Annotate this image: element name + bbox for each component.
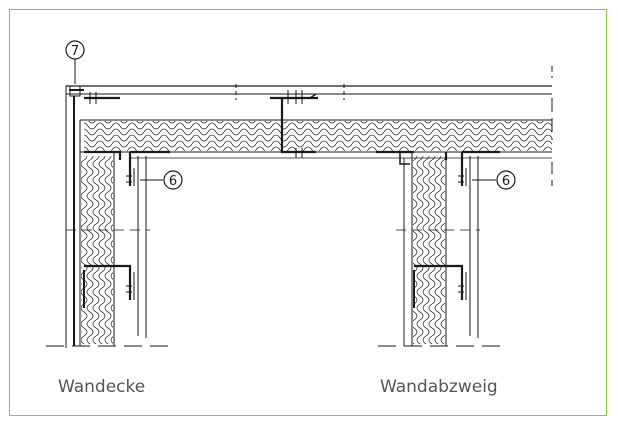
right-wall	[376, 150, 500, 347]
caption-wall-corner: Wandecke	[58, 377, 146, 397]
callout-6-left: 6	[140, 170, 183, 190]
ceiling-connectors	[84, 90, 318, 158]
caption-wall-branch: Wandabzweig	[380, 377, 498, 397]
callout-6-right: 6	[472, 170, 516, 190]
callout-6-right-label: 6	[502, 174, 510, 189]
edge-cap-detail	[65, 85, 84, 348]
callout-7-label: 7	[71, 44, 79, 59]
left-wall	[46, 120, 170, 347]
callout-6-left-label: 6	[169, 174, 177, 189]
figure-frame	[9, 9, 607, 416]
ceiling-panel	[66, 66, 553, 186]
callout-7: 7	[65, 40, 85, 84]
